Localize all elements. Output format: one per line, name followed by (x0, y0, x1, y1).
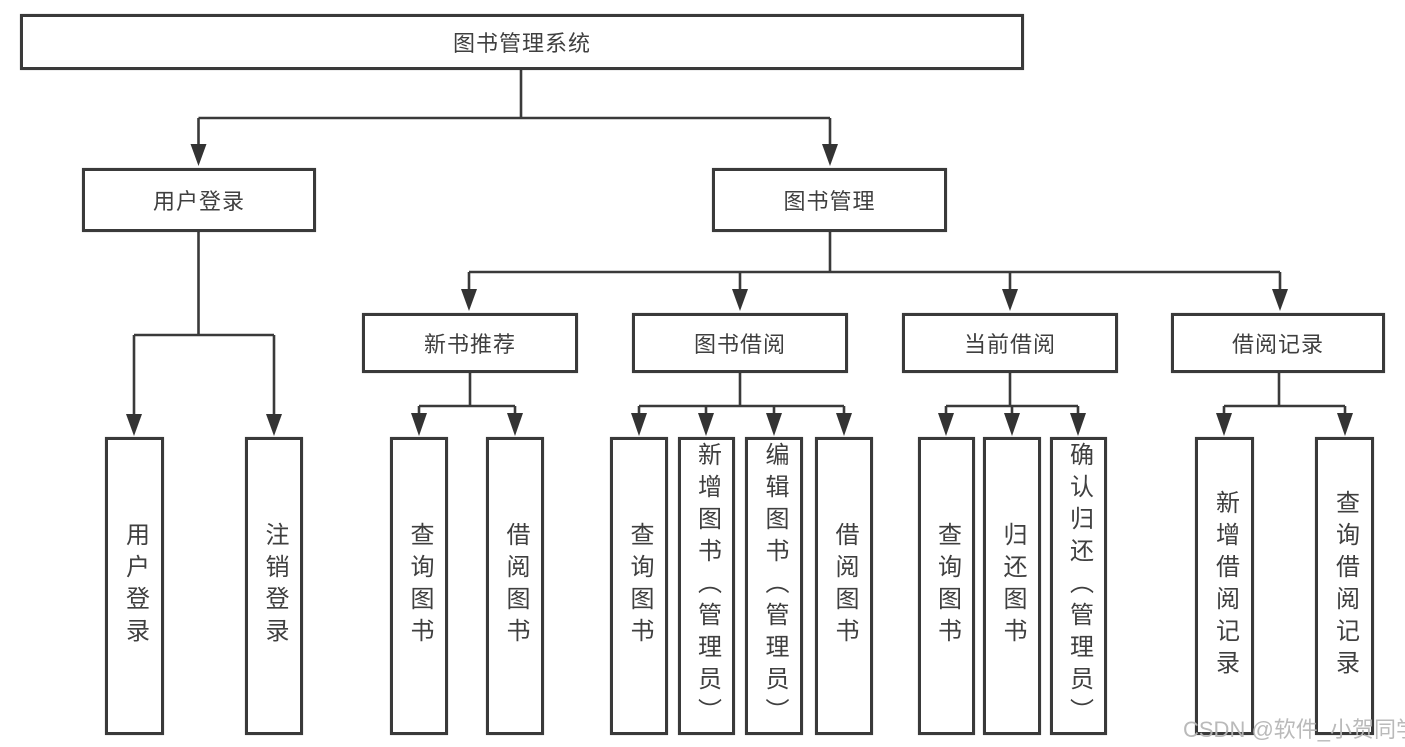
branch-borrow-records (1222, 373, 1347, 416)
node-library-management-system: 图书管理系统 (20, 14, 1024, 70)
branch-user-login (132, 232, 276, 416)
arrow-down-icon (266, 414, 282, 436)
leaf-query-books-current: 查询图书 (918, 437, 975, 735)
arrow-down-icon (1337, 413, 1353, 436)
leaf-borrow-books-recommend: 借阅图书 (486, 437, 544, 735)
branch-book-management (467, 232, 1282, 292)
branch-current-borrow (944, 373, 1080, 416)
branch-root (197, 68, 832, 146)
leaf-edit-books-admin: 编辑图书（管理员） (745, 437, 803, 735)
branch-new-book-recommend (417, 373, 517, 416)
arrow-down-icon (411, 413, 427, 436)
leaf-logout: 注销登录 (245, 437, 303, 735)
leaf-query-books-borrow: 查询图书 (610, 437, 668, 735)
leaf-query-books-recommend: 查询图书 (390, 437, 448, 735)
arrow-down-icon (732, 289, 748, 311)
arrow-down-icon (1002, 289, 1018, 311)
node-book-borrow: 图书借阅 (632, 313, 848, 373)
leaf-borrow-books: 借阅图书 (815, 437, 873, 735)
arrow-down-icon (698, 413, 714, 436)
arrow-down-icon (1216, 413, 1232, 436)
leaf-confirm-return-admin: 确认归还（管理员） (1050, 437, 1107, 735)
arrow-down-icon (507, 413, 523, 436)
node-borrow-records: 借阅记录 (1171, 313, 1385, 373)
node-current-borrow: 当前借阅 (902, 313, 1118, 373)
arrow-down-icon (461, 289, 477, 311)
csdn-watermark: CSDN @软件_小贺同学 (1183, 717, 1405, 742)
branch-book-borrow (637, 373, 846, 416)
arrow-down-icon (822, 144, 838, 166)
arrow-down-icon (126, 414, 142, 436)
leaf-add-borrow-record: 新增借阅记录 (1195, 437, 1254, 735)
arrow-down-icon (836, 413, 852, 436)
arrow-down-icon (190, 144, 207, 166)
leaf-add-books-admin: 新增图书（管理员） (678, 437, 735, 735)
arrow-down-icon (1004, 413, 1020, 436)
arrow-down-icon (1272, 289, 1288, 311)
leaf-query-borrow-record: 查询借阅记录 (1315, 437, 1374, 735)
node-user-login: 用户登录 (82, 168, 316, 232)
arrow-down-icon (1070, 413, 1086, 436)
arrowheads (126, 144, 1353, 436)
leaf-user-login: 用户登录 (105, 437, 164, 735)
arrow-down-icon (631, 413, 647, 436)
arrow-down-icon (766, 413, 782, 436)
node-new-book-recommend: 新书推荐 (362, 313, 578, 373)
arrow-down-icon (938, 413, 954, 436)
leaf-return-books: 归还图书 (983, 437, 1041, 735)
node-book-management: 图书管理 (712, 168, 947, 232)
